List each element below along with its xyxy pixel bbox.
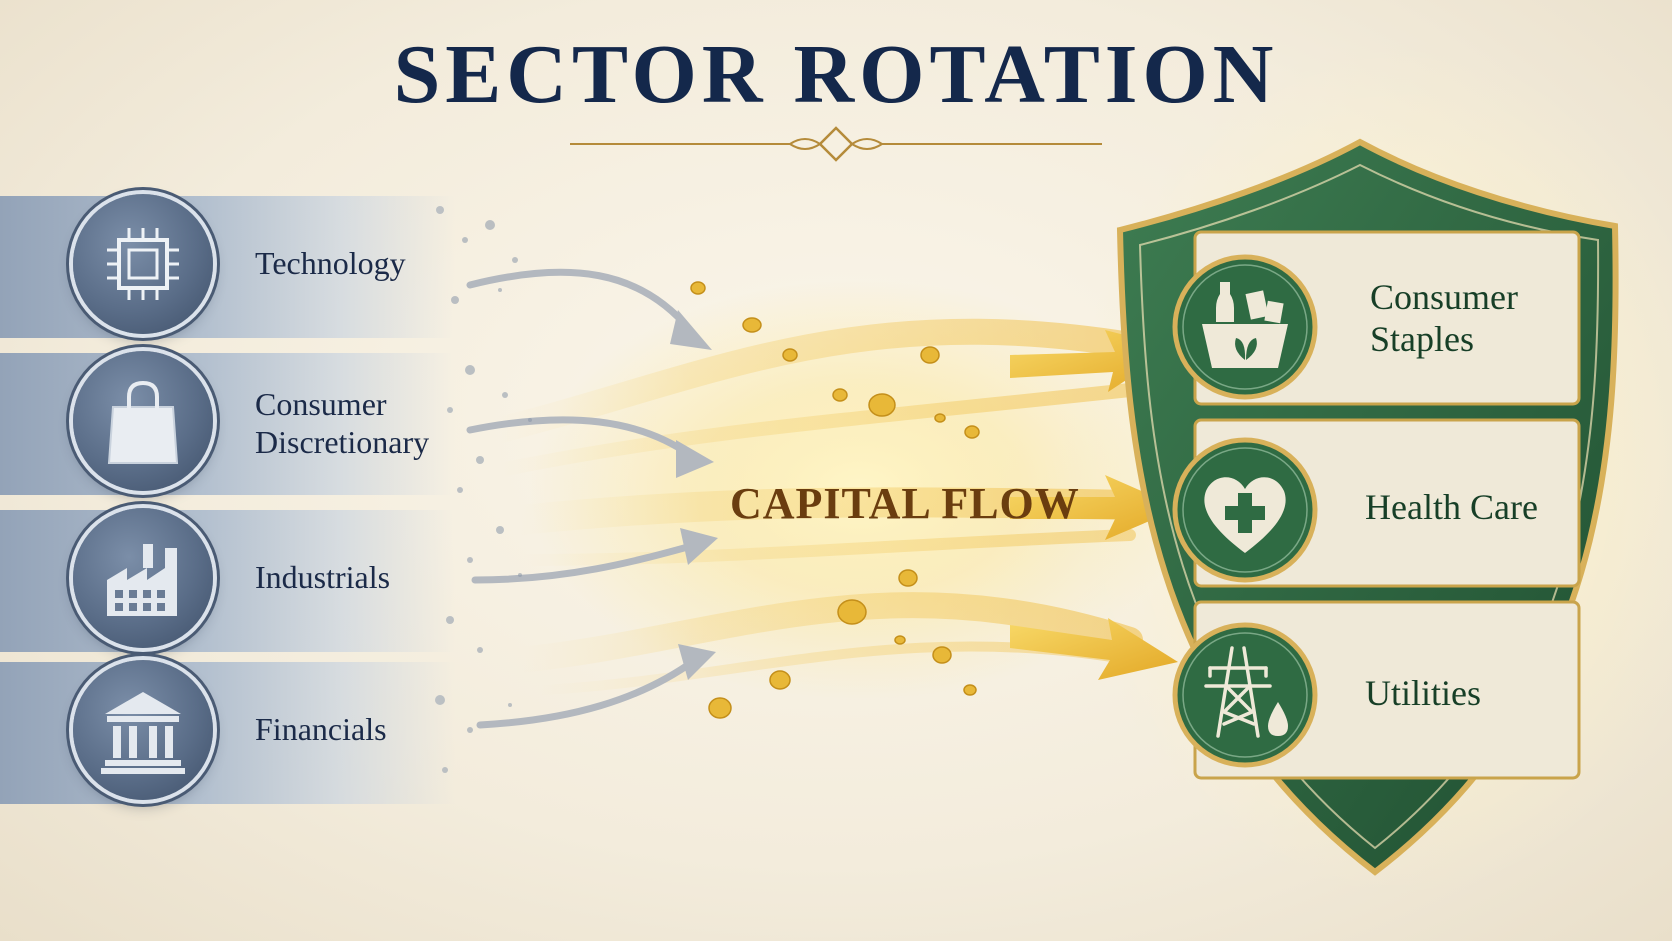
gold-coins: [690, 281, 980, 719]
sector-row-technology: Technology: [0, 194, 455, 338]
outflow-arrowheads: [670, 310, 718, 680]
defensive-label-utilities: Utilities: [1365, 673, 1481, 713]
sector-label-financials: Financials: [255, 711, 387, 747]
sector-label-consumer-discretionary: Consumer Discretionary: [255, 386, 430, 460]
factory-icon: [73, 508, 213, 648]
sector-label-industrials: Industrials: [255, 559, 391, 595]
grocery-basket-icon: [1172, 254, 1318, 400]
capital-flow-label: CAPITAL FLOW: [730, 479, 1080, 528]
bank-icon: [73, 660, 213, 800]
title-divider: [570, 126, 1102, 162]
power-tower-icon: [1172, 622, 1318, 768]
page-title: SECTOR ROTATION: [393, 28, 1279, 121]
sector-row-industrials: Industrials: [0, 508, 455, 652]
sector-label-technology: Technology: [255, 245, 406, 281]
outflow-arrows: [466, 268, 699, 729]
heart-cross-icon: [1172, 437, 1318, 583]
defensive-label-health-care: Health Care: [1365, 487, 1538, 527]
sector-row-financials: Financials: [0, 660, 455, 804]
defensive-label-consumer-staples: Consumer Staples: [1370, 277, 1518, 359]
shopping-bag-icon: [73, 351, 213, 491]
sector-row-consumer-discretionary: Consumer Discretionary: [0, 351, 455, 495]
chip-icon: [73, 194, 213, 334]
